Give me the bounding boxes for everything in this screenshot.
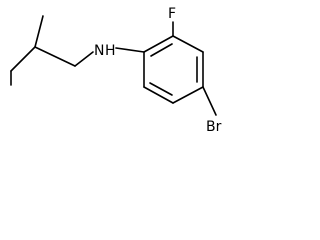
molecule-structure-diagram: F N H Br (10, 6, 222, 135)
atom-label-bromine: Br (206, 119, 222, 135)
atom-label-hydrogen: H (105, 43, 116, 59)
atom-label-nitrogen: N (94, 43, 104, 59)
ring-bond-c4-c5 (172, 86, 204, 104)
ring-double-bond-inner-1 (150, 43, 173, 57)
ring-bond-c5-c6 (143, 86, 174, 104)
ring-bond-c1-c2 (143, 35, 174, 53)
bond-ch2-to-nitrogen (74, 51, 94, 67)
ring-bond-c2-c3 (172, 35, 204, 53)
atom-label-fluorine: F (168, 6, 176, 22)
bond-nitrogen-to-ring (115, 47, 145, 53)
bond-branch-to-ch2 (34, 46, 76, 67)
bond-branch-methyl (34, 15, 44, 48)
bond-ring-to-bromine (202, 86, 217, 116)
ring-double-bond-inner-3 (149, 82, 173, 96)
bond-ethyl-to-branch (10, 46, 36, 72)
